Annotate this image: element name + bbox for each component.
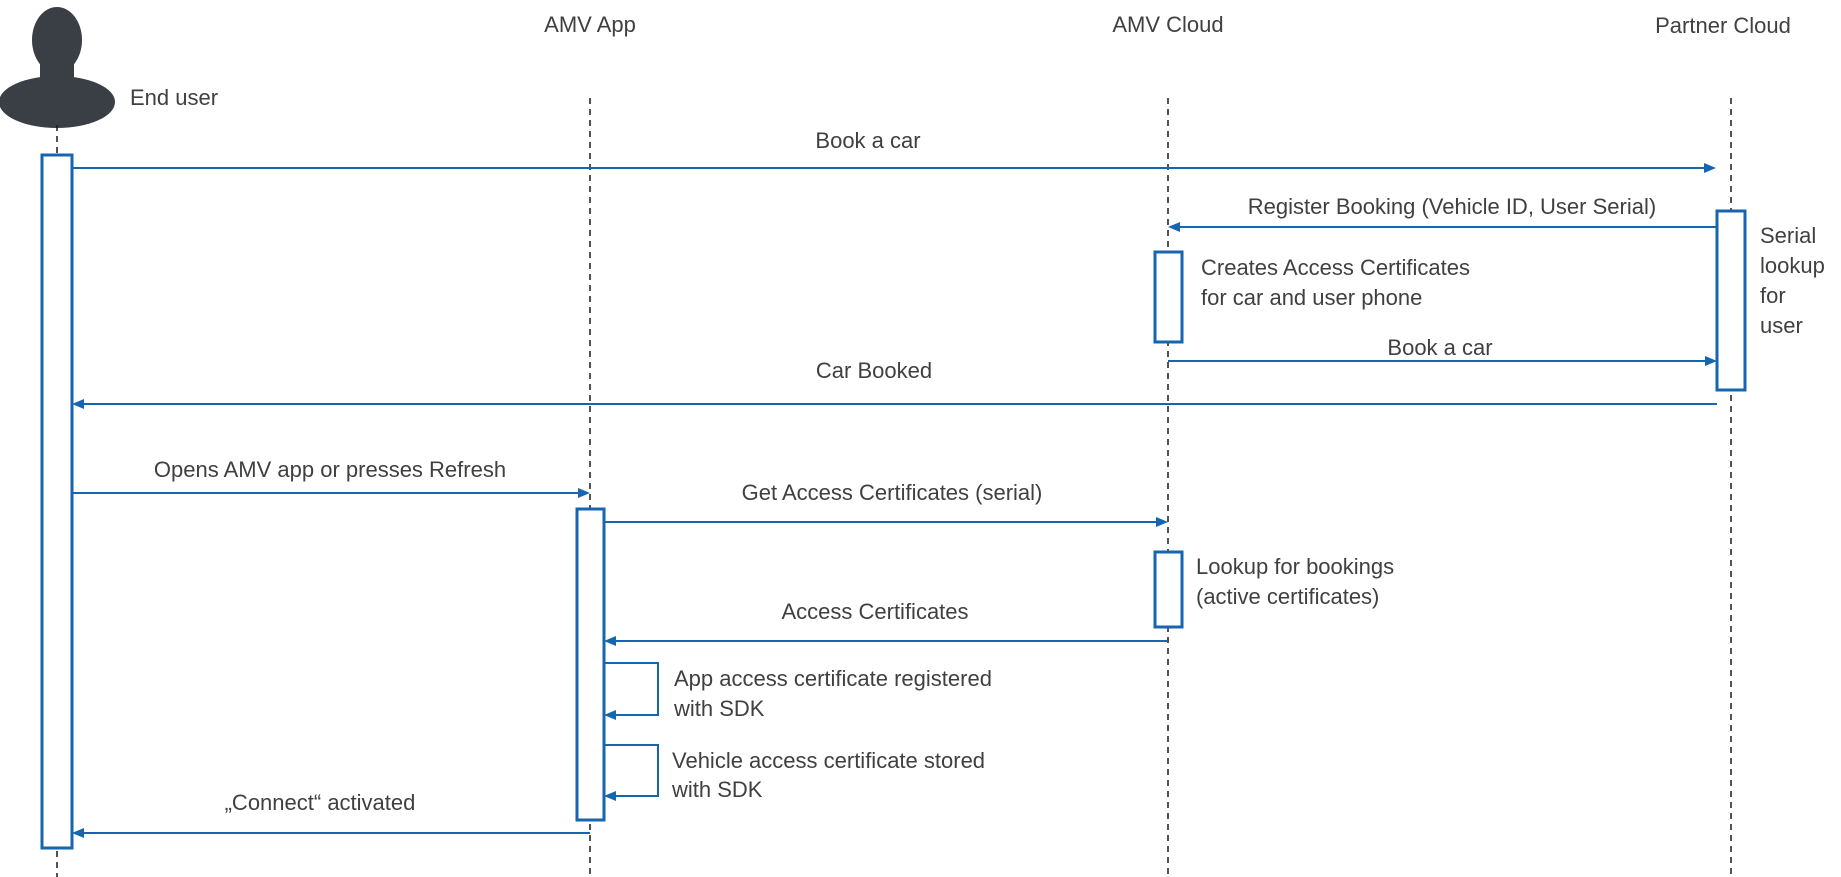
activation-end-user	[40, 153, 74, 850]
note-line: for car and user phone	[1201, 285, 1422, 310]
message-label: „Connect“ activated	[225, 790, 416, 815]
message-book-a-car-1: Book a car	[72, 128, 1716, 173]
note-line: for	[1760, 283, 1786, 308]
activation-cloud-lookup	[1153, 550, 1184, 629]
self-message-app-certificate: App access certificate registered with S…	[604, 662, 992, 721]
note-creates-certificates: Creates Access Certificates for car and …	[1201, 255, 1470, 310]
participant-amv-cloud: AMV Cloud	[1112, 12, 1223, 37]
participant-end-user: End user	[130, 85, 218, 110]
message-label: Access Certificates	[781, 599, 968, 624]
activation-amv-app	[575, 507, 606, 822]
note-line: with SDK	[671, 777, 763, 802]
message-register-booking: Register Booking (Vehicle ID, User Seria…	[1168, 194, 1717, 232]
participant-amv-app: AMV App	[544, 12, 636, 37]
message-label: Get Access Certificates (serial)	[742, 480, 1043, 505]
message-label: Car Booked	[816, 358, 932, 383]
note-line: lookup	[1760, 253, 1825, 278]
activation-cloud-create	[1153, 250, 1184, 344]
message-label: Register Booking (Vehicle ID, User Seria…	[1248, 194, 1656, 219]
message-opens-app: Opens AMV app or presses Refresh	[72, 457, 590, 498]
note-line: (active certificates)	[1196, 584, 1379, 609]
note-line: Serial	[1760, 223, 1816, 248]
self-message-vehicle-certificate: Vehicle access certificate stored with S…	[604, 744, 985, 802]
note-lookup-bookings: Lookup for bookings (active certificates…	[1196, 554, 1394, 609]
note-line: user	[1760, 313, 1803, 338]
note-line: Vehicle access certificate stored	[672, 748, 985, 773]
person-silhouette-icon	[0, 7, 115, 128]
message-car-booked: Car Booked	[72, 358, 1717, 409]
activation-partner-cloud	[1715, 209, 1747, 392]
message-connect-activated: „Connect“ activated	[72, 790, 590, 838]
note-serial-lookup: Serial lookup for user	[1760, 223, 1825, 338]
message-label: Book a car	[1387, 335, 1492, 360]
participant-partner-cloud: Partner Cloud	[1655, 13, 1791, 38]
note-line: Creates Access Certificates	[1201, 255, 1470, 280]
note-line: Lookup for bookings	[1196, 554, 1394, 579]
note-line: App access certificate registered	[674, 666, 992, 691]
note-line: with SDK	[673, 696, 765, 721]
message-label: Book a car	[815, 128, 920, 153]
message-book-a-car-2: Book a car	[1168, 335, 1717, 366]
message-get-certificates: Get Access Certificates (serial)	[604, 480, 1168, 527]
message-label: Opens AMV app or presses Refresh	[154, 457, 506, 482]
message-access-certificates: Access Certificates	[604, 599, 1168, 646]
